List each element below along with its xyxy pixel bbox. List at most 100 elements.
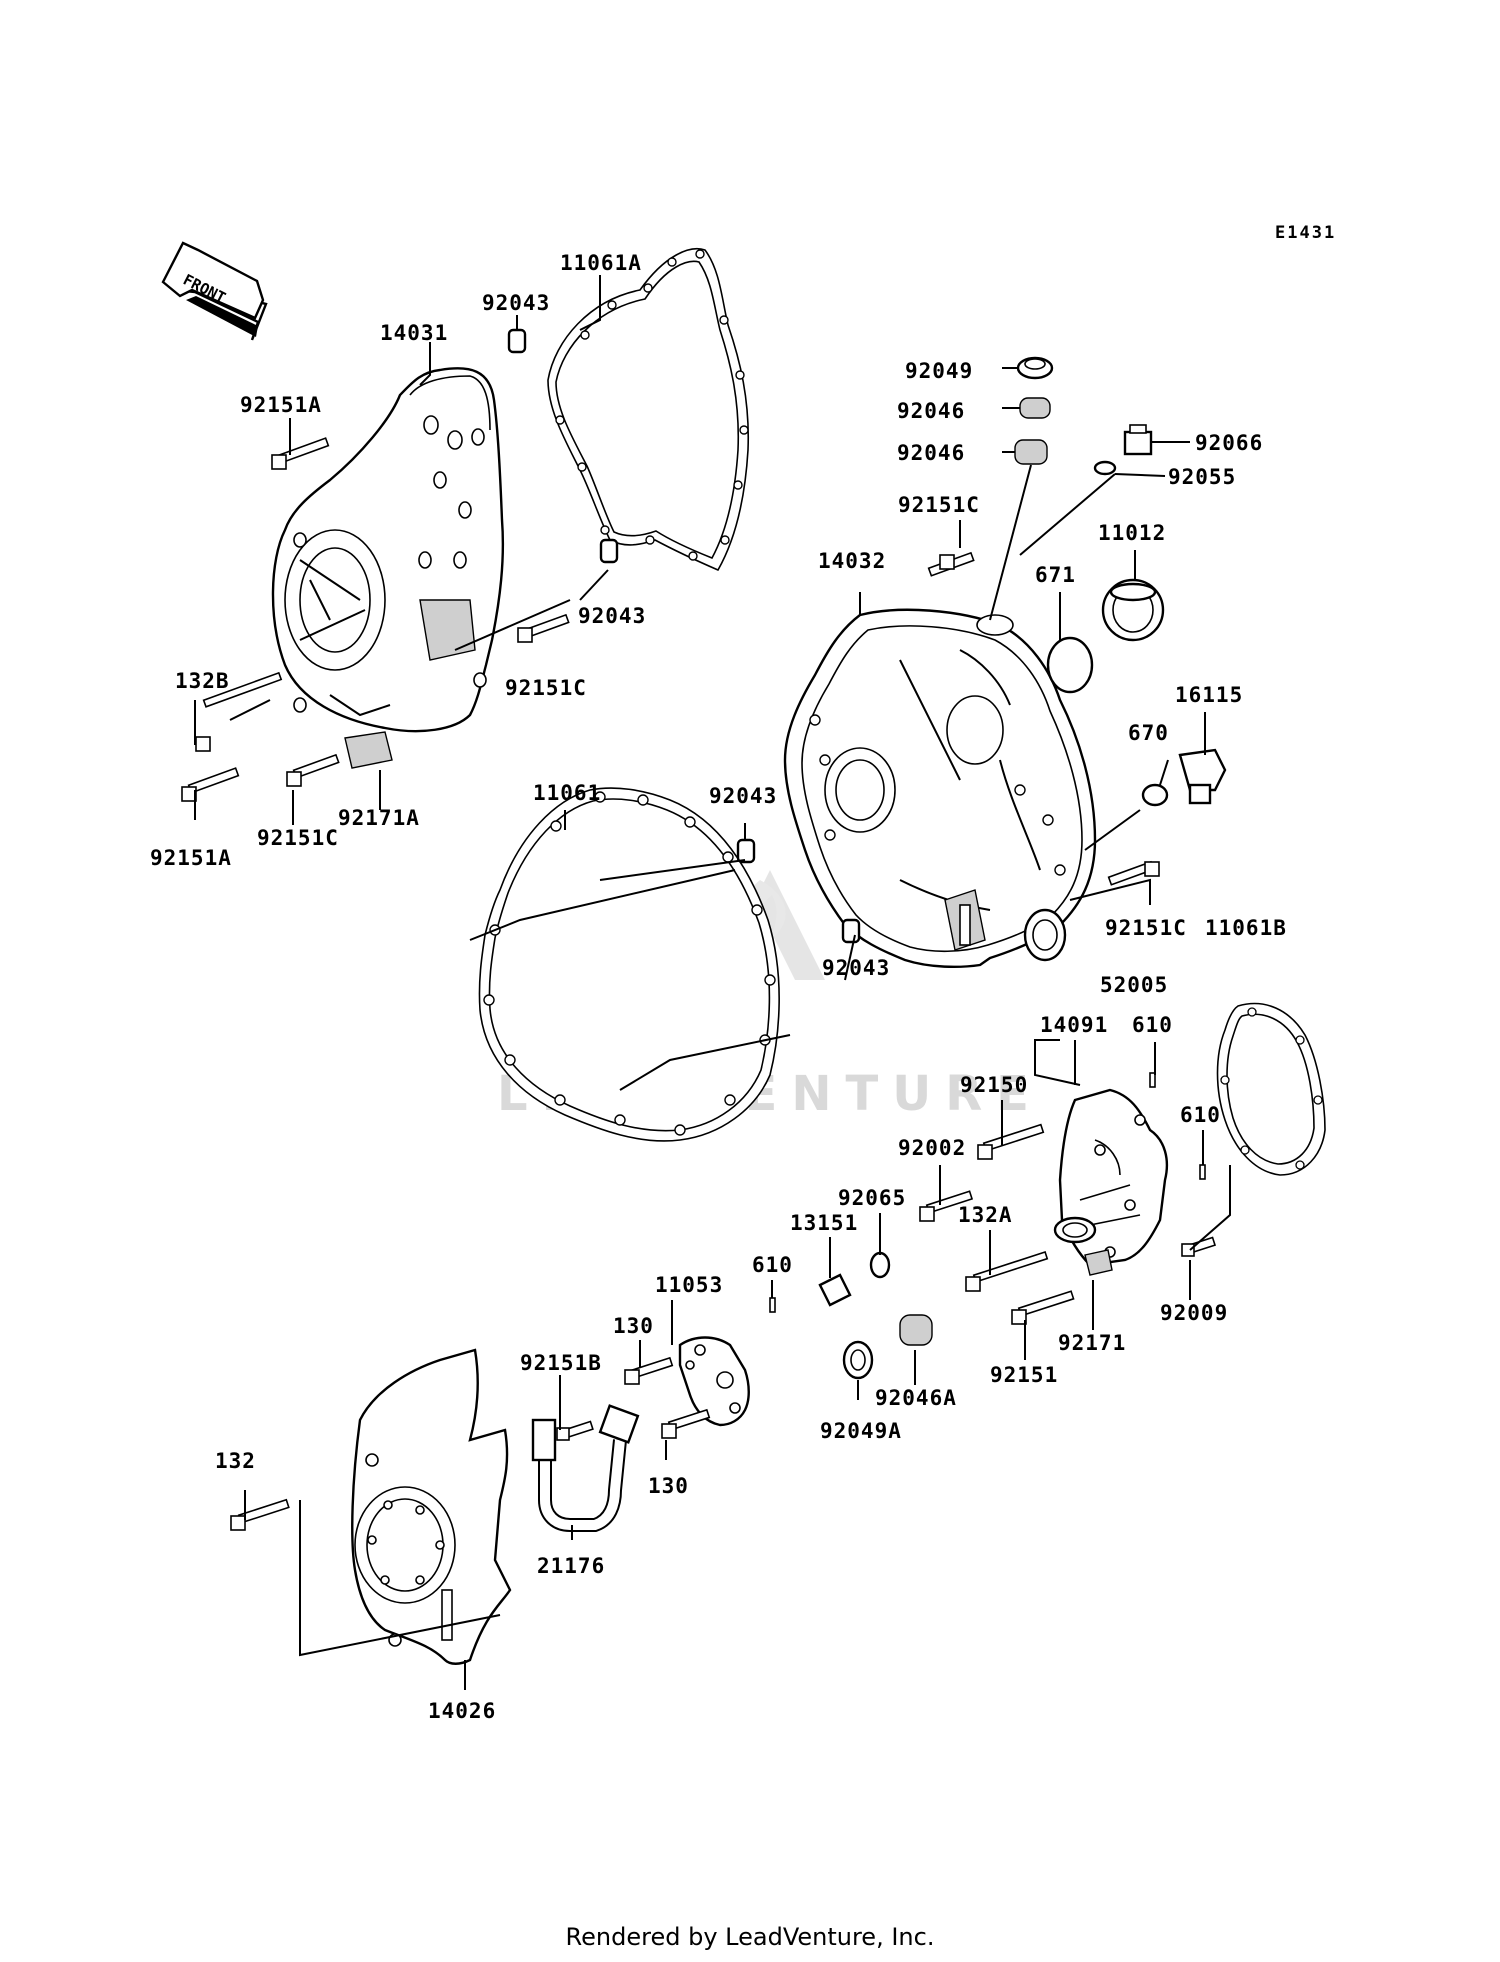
label-11061: 11061 (533, 781, 601, 805)
diagram-code: E1431 (1275, 223, 1336, 243)
label-92151c: 92151C (505, 676, 587, 700)
clutch-cover-14032 (783, 608, 1097, 969)
bolt-92150 (977, 1123, 1045, 1160)
label-130: 130 (613, 1314, 654, 1338)
label-14032: 14032 (818, 549, 886, 573)
bolt-92151c-bot (286, 753, 340, 787)
label-92151a: 92151A (150, 846, 232, 870)
bolt-92151c-top (927, 551, 975, 577)
bolt-92151a-top (271, 437, 330, 470)
label-11061a: 11061A (560, 251, 642, 275)
label-610: 610 (1132, 1013, 1173, 1037)
label-671: 671 (1035, 563, 1076, 587)
bolt-130-bot (661, 1408, 711, 1439)
label-92151: 92151 (990, 1363, 1058, 1387)
bolt-92151b (556, 1420, 594, 1441)
label-92046: 92046 (897, 441, 965, 465)
gauge-16115 (1178, 748, 1227, 805)
bolt-92009 (1181, 1236, 1217, 1257)
label-21176: 21176 (537, 1554, 605, 1578)
cover-14026 (351, 1348, 512, 1665)
label-52005: 52005 (1100, 973, 1168, 997)
collar-92171a (344, 731, 393, 769)
gasket-11061b (1216, 1002, 1326, 1176)
plug-92066 (1123, 424, 1153, 456)
label-14031: 14031 (380, 321, 448, 345)
label-92049: 92049 (905, 359, 973, 383)
label-16115: 16115 (1175, 683, 1243, 707)
seal-92049a (842, 1340, 874, 1380)
bolt-92151a-bot (181, 767, 240, 802)
label-92150: 92150 (960, 1073, 1028, 1097)
fitting-13151 (818, 1273, 852, 1307)
label-11061b: 11061B (1205, 916, 1287, 940)
bolts (181, 437, 1217, 1531)
bolt-92151c-mid (517, 613, 570, 643)
label-92151b: 92151B (520, 1351, 602, 1375)
label-92171a: 92171A (338, 806, 420, 830)
label-11053: 11053 (655, 1273, 723, 1297)
seal-92049 (1016, 356, 1054, 380)
label-92151a: 92151A (240, 393, 322, 417)
label-92151c: 92151C (898, 493, 980, 517)
bolt-92002 (919, 1190, 974, 1222)
dowel-92043-d (841, 918, 861, 944)
footer-credit: Rendered by LeadVenture, Inc. (566, 1923, 935, 1951)
cap-11012 (1101, 578, 1165, 642)
label-92065: 92065 (838, 1186, 906, 1210)
label-132: 132 (215, 1449, 256, 1473)
label-92171: 92171 (1058, 1331, 1126, 1355)
label-130: 130 (648, 1474, 689, 1498)
label-92043: 92043 (822, 956, 890, 980)
bolt-132 (230, 1498, 290, 1531)
label-14091: 14091 (1040, 1013, 1108, 1037)
bolt-132a (965, 1251, 1049, 1292)
gasket-11061a (547, 248, 750, 572)
label-13151: 13151 (790, 1211, 858, 1235)
label-92046: 92046 (897, 399, 965, 423)
bearing-92046-upper (1019, 397, 1051, 419)
dowel-92043-c (736, 838, 756, 864)
pump-body-14091 (1053, 1088, 1169, 1267)
pin-610-c (769, 1297, 776, 1313)
label-132b: 132B (175, 669, 230, 693)
clutch-cover-14031 (271, 367, 505, 733)
dowel-92043-a (507, 328, 527, 354)
label-92066: 92066 (1195, 431, 1263, 455)
bolt-92151c-right (1107, 860, 1160, 886)
washer-92065 (869, 1251, 891, 1279)
o-ring-92055 (1093, 460, 1117, 476)
gasket-11061 (478, 787, 780, 1142)
bolt-130-top (624, 1356, 674, 1385)
seal-52005 (1023, 908, 1067, 962)
label-92002: 92002 (898, 1136, 966, 1160)
label-610: 610 (752, 1253, 793, 1277)
label-132a: 132A (958, 1203, 1013, 1227)
label-610: 610 (1180, 1103, 1221, 1127)
label-670: 670 (1128, 721, 1169, 745)
cover-11053 (678, 1336, 750, 1427)
pin-610-a (1149, 1072, 1156, 1088)
label-92043: 92043 (578, 604, 646, 628)
label-14026: 14026 (428, 1699, 496, 1723)
label-92151c: 92151C (1105, 916, 1187, 940)
collar-92171 (1084, 1249, 1113, 1276)
dowel-92043-b (599, 538, 619, 564)
bearing-92046-lower (1014, 439, 1048, 465)
front-arrow-icon: FRONT (161, 241, 268, 341)
label-92009: 92009 (1160, 1301, 1228, 1325)
leader-lines (194, 275, 1231, 1690)
label-92055: 92055 (1168, 465, 1236, 489)
bearing-92046a (899, 1314, 933, 1346)
pin-610-b (1199, 1164, 1206, 1180)
label-92049a: 92049A (820, 1419, 902, 1443)
label-92043: 92043 (482, 291, 550, 315)
hose-21176 (531, 1404, 640, 1532)
label-11012: 11012 (1098, 521, 1166, 545)
label-92043: 92043 (709, 784, 777, 808)
label-92151c: 92151C (257, 826, 339, 850)
o-ring-670 (1141, 783, 1169, 807)
o-ring-671 (1046, 636, 1094, 694)
